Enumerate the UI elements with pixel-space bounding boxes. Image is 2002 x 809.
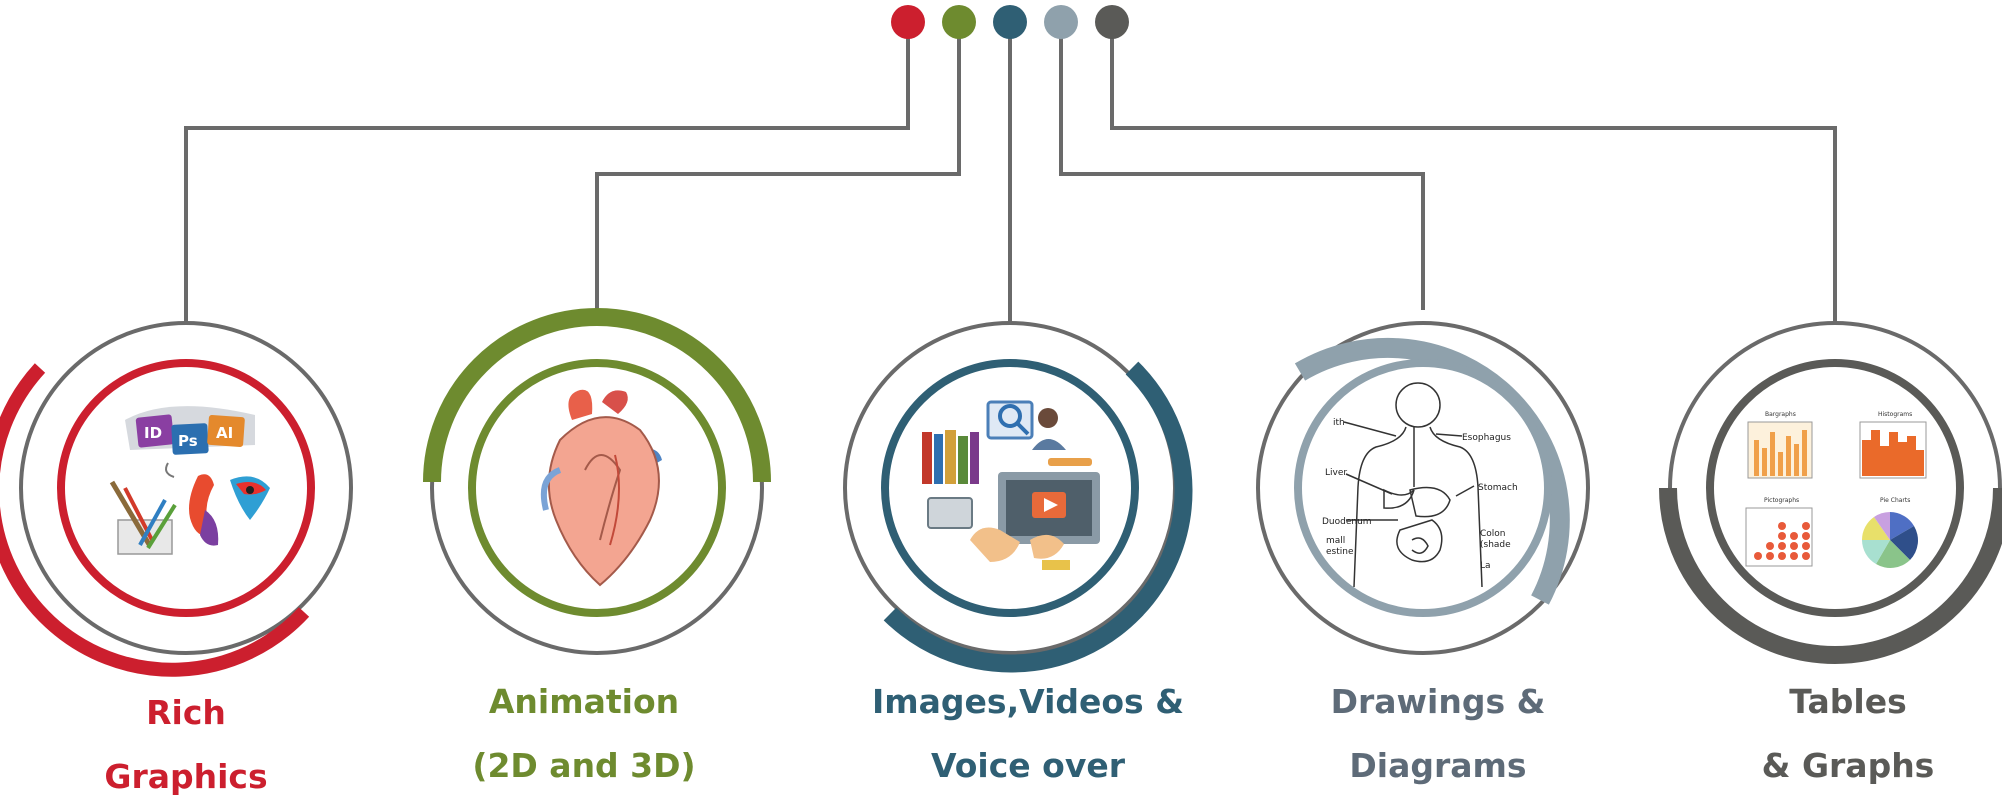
label-rich-graphics: Rich Graphics xyxy=(0,681,396,809)
title-line-2: (2D and 3D) xyxy=(472,746,696,785)
title-line-1: Rich xyxy=(146,693,226,732)
label-duodenum: Duodenum xyxy=(1322,517,1372,527)
label-shade: (shade xyxy=(1480,540,1511,550)
label-liver: Liver xyxy=(1325,468,1347,478)
title-line-2: Voice over xyxy=(931,746,1125,785)
title-line-1: Animation xyxy=(488,682,680,721)
chart-title-histograms: Histograms xyxy=(1878,411,1912,418)
circle-tables-graphs: Bargraphs Histograms Pictographs xyxy=(1659,321,2002,664)
title-line-2: Graphics xyxy=(104,757,268,796)
connector-red xyxy=(184,32,910,322)
top-dots xyxy=(891,5,1129,39)
media-tablet-icon xyxy=(922,400,1100,570)
title-line-1: Drawings & xyxy=(1330,682,1546,721)
title-line-2: & Graphs xyxy=(1761,746,1935,785)
accent-arc xyxy=(0,363,310,677)
connector-lightgray xyxy=(1059,32,1425,310)
label-mouth: ith xyxy=(1333,418,1345,428)
connector-darkgray xyxy=(1110,32,1837,322)
human-heart-icon xyxy=(540,389,662,587)
dot-red xyxy=(891,5,925,39)
label-small: mall xyxy=(1326,536,1345,546)
circle-animation xyxy=(423,308,771,655)
chart-title-pictographs: Pictographs xyxy=(1764,497,1799,504)
design-software-icon: ID Ps AI xyxy=(109,406,270,555)
anatomy-diagram-icon xyxy=(1343,382,1483,588)
connector-green xyxy=(595,32,961,310)
label-colon: Colon xyxy=(1480,529,1506,539)
chart-collection-icon: Bargraphs Histograms Pictographs xyxy=(1745,411,1927,568)
label-images-videos: Images,Videos & Voice over xyxy=(818,670,1238,798)
inner-ring xyxy=(57,359,315,617)
label-animation: Animation (2D and 3D) xyxy=(374,670,794,798)
badge-ps: Ps xyxy=(178,432,198,450)
outer-ring xyxy=(19,321,353,655)
label-drawings: Drawings & Diagrams xyxy=(1228,670,1648,798)
chart-title-bargraphs: Bargraphs xyxy=(1765,411,1796,418)
dot-green xyxy=(942,5,976,39)
label-stomach: Stomach xyxy=(1478,483,1518,493)
dot-lightgray xyxy=(1044,5,1078,39)
badge-ai: AI xyxy=(216,424,233,442)
title-line-2: Diagrams xyxy=(1349,746,1527,785)
label-large: La xyxy=(1480,561,1491,571)
circle-rich-graphics: ID Ps AI xyxy=(0,321,353,677)
dot-teal xyxy=(993,5,1027,39)
accent-arc xyxy=(883,361,1193,673)
inner-ring xyxy=(1706,359,1964,617)
circle-drawings: ith Esophagus Liver Stomach Duodenum Col… xyxy=(1256,321,1590,655)
label-esophagus: Esophagus xyxy=(1462,433,1511,443)
dot-darkgray xyxy=(1095,5,1129,39)
anatomy-labels: ith Esophagus Liver Stomach Duodenum Col… xyxy=(1322,418,1518,571)
accent-arc xyxy=(423,308,771,483)
circle-images-videos xyxy=(843,321,1193,673)
title-line-1: Images,Videos & xyxy=(872,682,1184,721)
label-tables-graphs: Tables & Graphs xyxy=(1638,670,2002,798)
connector-lines xyxy=(184,32,1837,322)
title-line-1: Tables xyxy=(1789,682,1907,721)
chart-title-pie-charts: Pie Charts xyxy=(1880,497,1910,504)
badge-id: ID xyxy=(144,424,162,442)
accent-arc xyxy=(1659,487,2002,664)
outer-ring xyxy=(1256,321,1590,655)
label-intestine: estine xyxy=(1326,547,1354,557)
